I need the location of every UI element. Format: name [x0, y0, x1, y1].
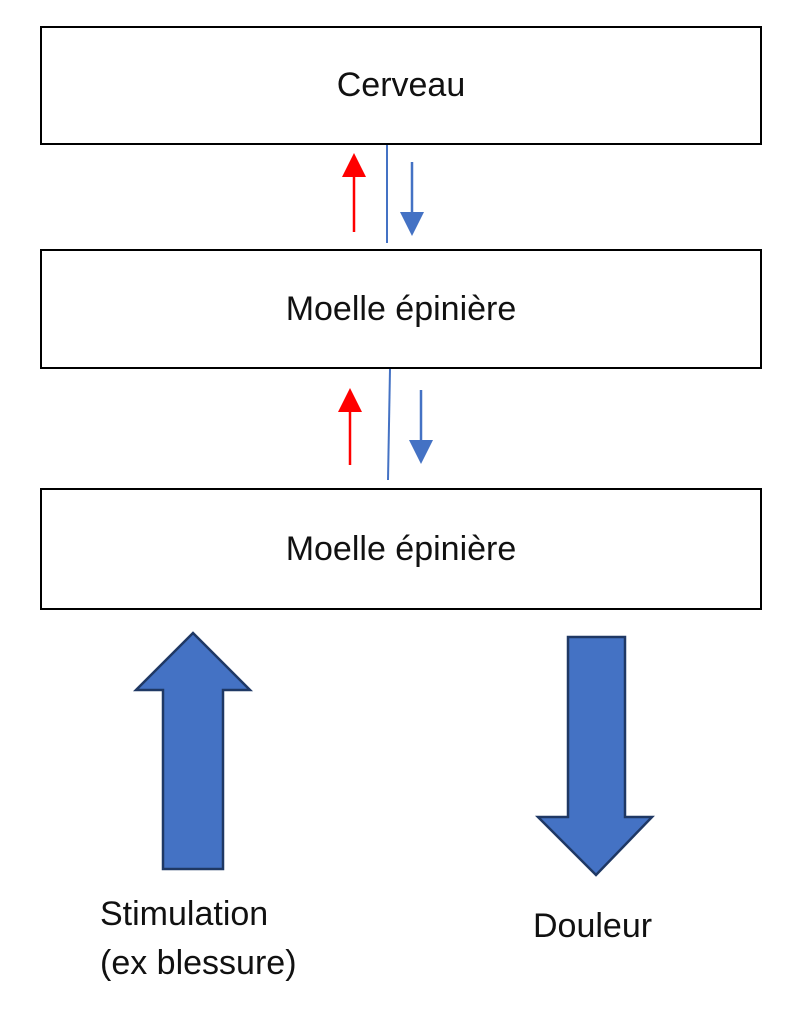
spinal-cord-label-upper: Moelle épinière	[285, 289, 517, 328]
connector-line-lower	[387, 368, 391, 481]
brain-box: Cerveau	[40, 26, 762, 145]
pain-caption: Douleur	[533, 907, 653, 945]
ascending-arrow-lower	[338, 388, 362, 465]
stimulation-caption-line1: Stimulation	[100, 895, 269, 933]
stimulation-caption-line2: (ex blessure)	[100, 944, 297, 983]
descending-arrow-upper	[400, 162, 424, 236]
brain-label: Cerveau	[336, 66, 466, 104]
spinal-cord-box-upper: Moelle épinière	[40, 249, 762, 369]
pain-down-arrow	[534, 635, 655, 877]
ascending-arrow-upper	[342, 153, 366, 232]
stimulation-caption: Stimulation (ex blessure)	[100, 890, 297, 989]
descending-arrow-lower	[409, 390, 433, 464]
spinal-cord-box-lower: Moelle épinière	[40, 488, 762, 610]
stimulation-up-arrow	[132, 631, 254, 871]
spinal-cord-label-lower: Moelle épinière	[285, 529, 517, 568]
